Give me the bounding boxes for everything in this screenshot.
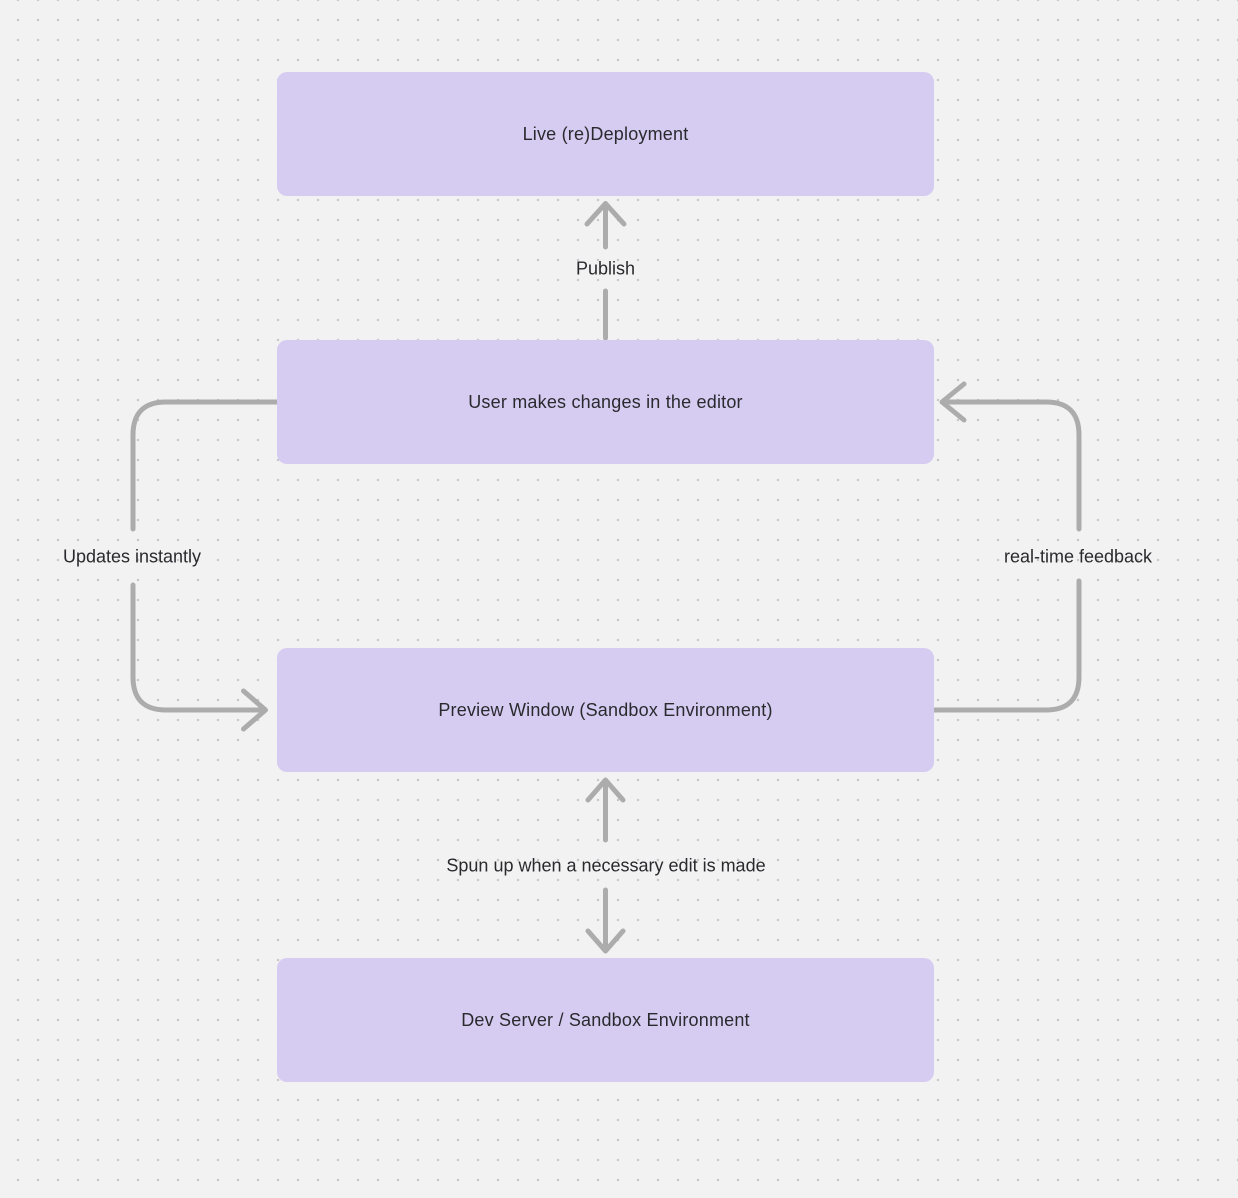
edge-real-time-feedback-upper — [945, 399, 1082, 532]
arrowhead-up-icon — [585, 777, 626, 803]
node-live-redeployment[interactable]: Live (re)Deployment — [277, 72, 934, 196]
node-user-editor-label: User makes changes in the editor — [468, 391, 743, 412]
edge-real-time-feedback-lower — [931, 578, 1082, 713]
edge-updates-instantly-upper — [130, 399, 280, 532]
edge-sandbox-spinup[interactable] — [585, 777, 626, 954]
edge-updates-instantly[interactable] — [130, 399, 280, 732]
node-dev-server-label: Dev Server / Sandbox Environment — [461, 1009, 750, 1030]
arrowhead-left-icon — [939, 381, 967, 423]
node-user-editor[interactable]: User makes changes in the editor — [277, 340, 934, 464]
edge-label-publish: Publish — [575, 258, 636, 279]
edge-publish[interactable] — [584, 201, 627, 341]
node-live-redeployment-label: Live (re)Deployment — [522, 123, 689, 144]
arrowhead-right-icon — [241, 688, 268, 732]
edge-label-updates-instantly: Updates instantly — [62, 546, 202, 567]
edge-updates-instantly-lower — [130, 582, 265, 713]
arrowhead-down-icon — [585, 928, 626, 954]
edge-label-sandbox-spinup: Spun up when a necessary edit is made — [446, 855, 766, 876]
node-preview-window-label: Preview Window (Sandbox Environment) — [438, 699, 773, 720]
edge-real-time-feedback[interactable] — [931, 381, 1082, 713]
node-dev-server[interactable]: Dev Server / Sandbox Environment — [277, 958, 934, 1082]
arrowhead-up-icon — [584, 201, 627, 227]
node-preview-window[interactable]: Preview Window (Sandbox Environment) — [277, 648, 934, 772]
edge-label-real-time-feedback: real-time feedback — [1003, 546, 1153, 567]
